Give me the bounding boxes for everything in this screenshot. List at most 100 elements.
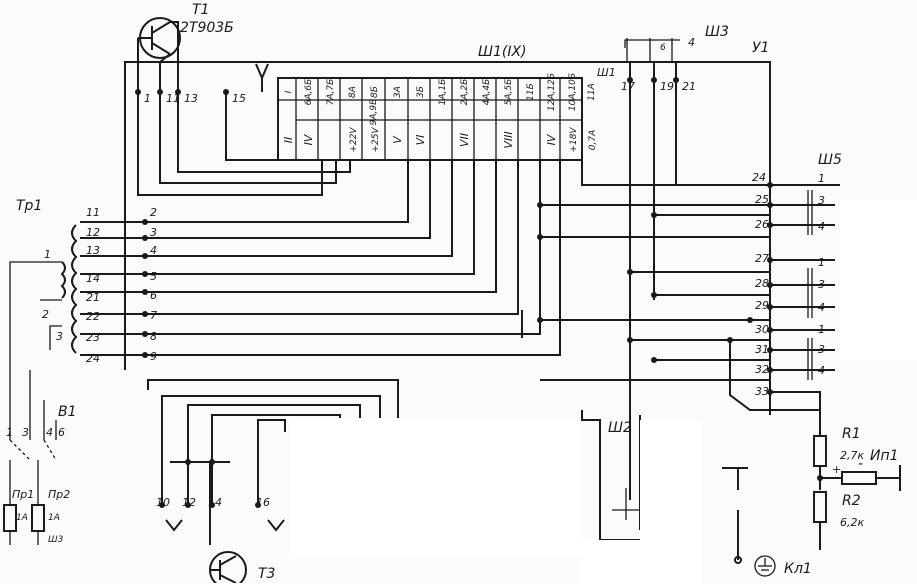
sh1-cell: 3А (393, 86, 403, 98)
pin-label: 21 (682, 80, 696, 93)
bottom-wiring (147, 379, 399, 545)
sh1-cell: II (282, 137, 295, 144)
conn-pin: 3 (818, 194, 825, 207)
sh1-cell: 5А,5Б (504, 79, 514, 106)
r2-value: 6,2к (840, 516, 864, 529)
secondary-pin: 14 (86, 272, 100, 285)
fuse1-ref: Пр1 (12, 488, 34, 501)
indicator-plus: + (832, 463, 841, 476)
sh1-cell: 4А,4Б (482, 79, 492, 106)
sh1-cell: 12А,12Б (547, 73, 557, 111)
indicator-ref: Ип1 (870, 448, 899, 464)
r1-ref: R1 (842, 426, 861, 442)
right-pin-bus (540, 160, 770, 381)
sh1-cell: VI (414, 135, 427, 146)
board-pin: 7 (150, 309, 157, 322)
sh1-cell: 6А,6Б (304, 79, 314, 106)
pin-label: 13 (184, 92, 198, 105)
sh1-cell: +22V (349, 127, 359, 153)
ground-ref: Кл1 (784, 561, 812, 577)
sh1-cell: VII (458, 133, 471, 147)
primary-pin: 1 (44, 248, 51, 261)
pin-label: 19 (660, 80, 674, 93)
primary-pin: 2 (42, 308, 49, 321)
board-pin: 5 (150, 270, 157, 283)
r1-value: 2,7к (840, 449, 864, 462)
sh3-pin: 4 (688, 36, 695, 49)
bottom-pin: 16 (256, 496, 270, 509)
sh1-cell: 8А (348, 86, 358, 98)
sh1-cell: V (391, 135, 404, 144)
fuse-pr2 (31, 460, 45, 545)
bottom-pin: 12 (182, 496, 196, 509)
sh1-cell: 11А (587, 83, 597, 101)
fuse1-rating: 1А (16, 513, 28, 523)
sh1-cell: 11Б (526, 83, 536, 101)
right-pin-label: 24 (752, 171, 766, 184)
r2-ref: R2 (842, 493, 861, 509)
switch-pin: 1 (6, 426, 13, 439)
sh1-cell: I (284, 90, 294, 93)
right-pin-label: 26 (755, 218, 769, 231)
secondary-pin: 13 (86, 244, 100, 257)
sh1-cell: 9А,9Б (369, 99, 379, 126)
sh1-connector-table (277, 77, 583, 161)
transistor-t1 (137, 17, 181, 92)
t1-ref: T1 (192, 2, 209, 18)
conn-pin: 1 (818, 172, 825, 185)
sh1-cell: IV (302, 133, 315, 145)
board-pin: 3 (150, 226, 157, 239)
board-pin: 9 (150, 350, 157, 363)
transformer-ref: Тр1 (16, 198, 42, 214)
pin-label: 15 (232, 92, 246, 105)
y-terminal (165, 519, 183, 532)
sh1-cell: IV (545, 133, 558, 145)
sh5-label: Ш5 (818, 152, 842, 168)
fuse-conn-label: Ш3 (48, 535, 64, 545)
t3-ref: T3 (258, 566, 275, 582)
conn-pin: 1 (818, 256, 825, 269)
redaction-block (640, 420, 702, 583)
sh1-label: Ш1(IX) (478, 44, 527, 60)
bottom-pin: 14 (208, 496, 222, 509)
secondary-pin: 11 (86, 206, 100, 219)
board-pin: 2 (150, 206, 157, 219)
y-terminal (267, 519, 285, 532)
pin-label: 1 (144, 92, 151, 105)
sh1-cell: 3Б (416, 86, 426, 98)
resistor-r2 (813, 491, 827, 550)
sh3-pin: 6 (660, 43, 666, 53)
conn-pin: 4 (818, 220, 825, 233)
transistor-t3 (209, 551, 247, 587)
switch-b1 (9, 370, 57, 461)
sh1-cell: 0,7А (588, 130, 598, 150)
right-pin-label: 33 (755, 385, 769, 398)
sh1-short-label: Ш1 (597, 66, 616, 79)
y-terminal (255, 63, 269, 81)
fuse2-ref: Пр2 (48, 488, 70, 501)
unit-label: У1 (752, 40, 769, 56)
indicator-minus: - (858, 456, 863, 472)
right-pin-label: 30 (755, 323, 769, 336)
sh2-label: Ш2 (608, 420, 632, 436)
conn-pin: 3 (818, 278, 825, 291)
redaction-block (580, 540, 640, 583)
conn-pin: 4 (818, 364, 825, 377)
sh1-cell: VIII (502, 131, 515, 148)
board-outline (124, 61, 771, 415)
t1-type: 2T903Б (180, 20, 234, 36)
fuse-pr1 (3, 460, 17, 545)
right-pin-label: 31 (755, 343, 769, 356)
sh1-cell: 7А,7Б (326, 79, 336, 106)
sh1-cell: 2А,2Б (460, 79, 470, 106)
sh3-label: Ш3 (705, 24, 729, 40)
board-pin: 6 (150, 289, 157, 302)
transformer-taps (80, 221, 145, 356)
sh1-cell: 8Б (370, 86, 380, 98)
primary-pin: 3 (56, 330, 63, 343)
redaction-block (840, 200, 917, 360)
ground-kl1 (734, 510, 776, 577)
right-connectors (770, 184, 840, 380)
